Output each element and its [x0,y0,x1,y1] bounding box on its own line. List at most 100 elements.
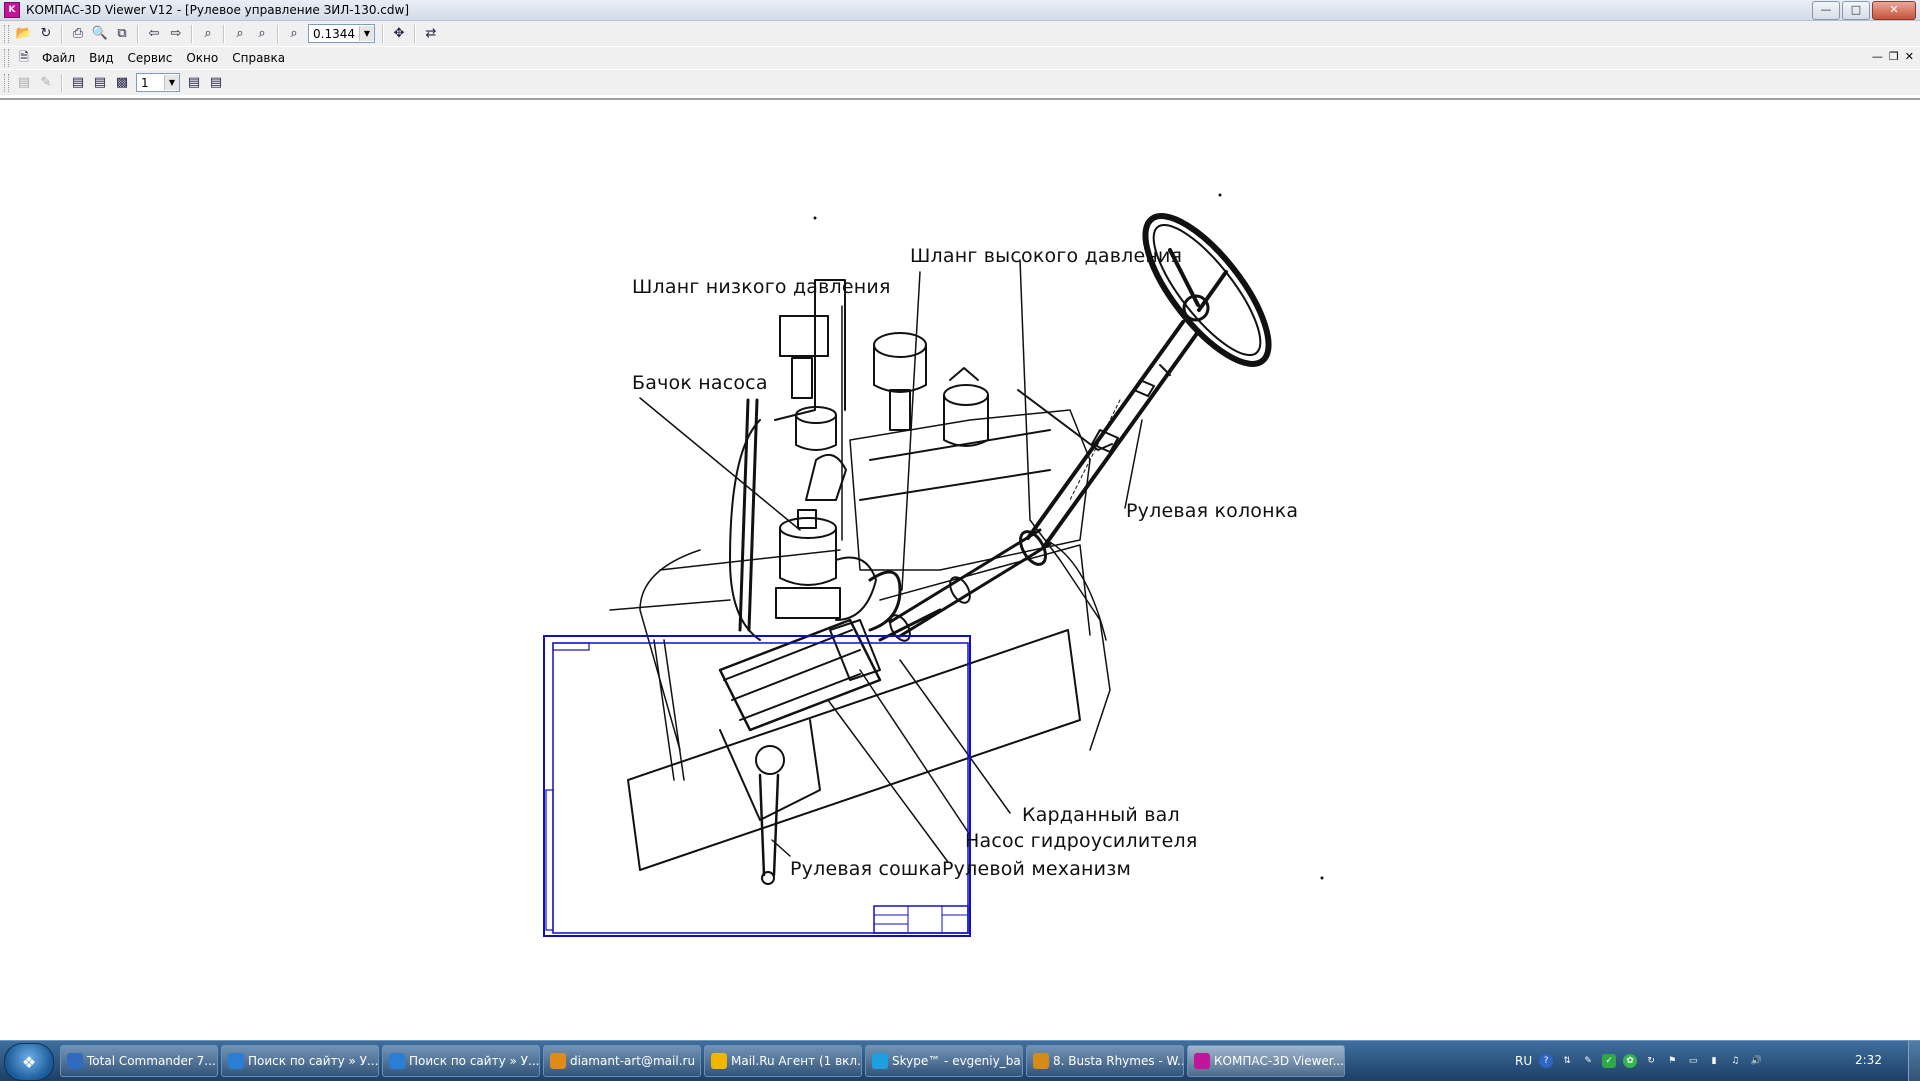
page-combo[interactable]: 1 ▼ [136,73,180,92]
start-button[interactable]: ❖ [4,1043,54,1081]
taskbar-button-label: Поиск по сайту » У... [409,1054,540,1068]
kompas-icon: K [4,2,20,18]
label-steering-gear: Рулевой механизм [942,858,1132,880]
taskbar-button[interactable]: Поиск по сайту » У... [221,1045,379,1077]
volume-icon[interactable]: 🔊 [1750,1056,1762,1066]
zoom-icon[interactable]: ⌕ [204,26,212,41]
noise-dots [813,193,1324,880]
taskbar-button[interactable]: diamant-art@mail.ru [543,1045,701,1077]
steering-column-shape [1026,320,1200,550]
menu-window[interactable]: Окно [186,51,219,65]
label-low-pressure-hose: Шланг низкого давления [632,276,891,298]
separator [223,24,225,43]
pages-icon[interactable]: ▩ [115,75,129,90]
separator [277,24,279,43]
speaker-icon[interactable]: ♫ [1731,1056,1740,1066]
print-icon[interactable]: ⎙ [72,26,84,41]
standard-toolbar: 📂 ↻ ⎙ 🔍 ⧉ ⇦ ⇨ ⌕ ⌕ ⌕ ⌕ 0.1344 ▼ ✥ ⇄ [0,21,1920,46]
last-page-icon[interactable]: ▤ [209,75,223,90]
toolbar-grip[interactable] [4,73,9,92]
zoom-in-icon[interactable]: ⌕ [258,26,266,41]
battery-icon[interactable]: ▮ [1711,1056,1717,1066]
display-icon[interactable]: ▭ [1688,1056,1698,1066]
chevron-down-icon[interactable]: ▼ [359,26,374,41]
label-power-steering-pump: Насос гидроусилителя [965,830,1198,852]
language-indicator[interactable]: RU [1515,1054,1533,1068]
taskbar-button[interactable]: Поиск по сайту » У... [382,1045,540,1077]
label-pitman-arm: Рулевая сошка [790,858,943,880]
doc-close-button[interactable]: ✕ [1904,50,1914,63]
taskbar-button[interactable]: Skype™ - evgeniy_ba... [865,1045,1023,1077]
pen-icon[interactable]: ✎ [1584,1056,1592,1066]
separator [191,24,193,43]
menu-file[interactable]: Файл [42,51,76,65]
winamp-icon [1033,1053,1049,1069]
label-cardan-shaft: Карданный вал [1022,804,1180,826]
window-title: КОМПАС-3D Viewer V12 - [Рулевое управлен… [26,3,410,17]
separator [414,24,416,43]
toolbar-grip[interactable] [4,24,9,43]
taskbar-button-label: 8. Busta Rhymes - W... [1053,1054,1184,1068]
menu-service[interactable]: Сервис [127,51,173,65]
action-center-icon[interactable]: ⚑ [1668,1056,1677,1066]
doc-minimize-button[interactable]: — [1871,50,1883,63]
close-button[interactable]: ✕ [1872,1,1916,20]
document-controls: — ❐ ✕ [1872,50,1914,63]
back-icon[interactable]: ⇦ [148,26,160,41]
workspace-border [0,98,1920,100]
zoom-combo[interactable]: 0.1344 ▼ [308,24,375,43]
separator [61,73,63,92]
menu-help[interactable]: Справка [232,51,286,65]
steering-gear-shape [718,608,942,885]
zoom-window-icon[interactable]: ⌕ [236,26,244,41]
frame-rail-shape [609,549,1081,871]
pan-icon[interactable]: ✥ [393,26,405,41]
green-shield-icon[interactable]: ✓ [1602,1054,1617,1068]
forward-icon[interactable]: ⇨ [170,26,182,41]
ie-icon [389,1053,405,1069]
network-tray-icon[interactable]: ⇅ [1563,1056,1571,1066]
redraw-icon[interactable]: ⇄ [425,26,437,41]
taskbar-button[interactable]: Total Commander 7.... [60,1045,218,1077]
document-icon[interactable]: 🗎 [19,49,29,64]
taskbar-button[interactable]: 8. Busta Rhymes - W... [1026,1045,1184,1077]
drawing-canvas[interactable]: Шланг высокого давления Шланг низкого да… [0,100,1920,1028]
taskbar-button[interactable]: Mail.Ru Агент (1 вкл... [704,1045,862,1077]
page-toolbar: ▤ ✎ ▤ ▤ ▩ 1 ▼ ▤ ▤ [0,70,1920,95]
doc-restore-button[interactable]: ❐ [1888,50,1899,63]
windows-logo-icon: ❖ [21,1052,37,1072]
show-desktop-button[interactable] [1908,1041,1920,1081]
help-icon[interactable]: ? [1539,1054,1554,1068]
mail-icon [550,1053,566,1069]
clock[interactable]: 2:32 [1855,1053,1882,1067]
copy-icon[interactable]: ⧉ [117,26,127,41]
properties-icon[interactable]: ✎ [40,75,52,90]
label-high-pressure-hose: Шланг высокого давления [910,245,1183,267]
icq-icon[interactable]: ✿ [1623,1054,1638,1068]
chevron-down-icon[interactable]: ▼ [164,75,179,90]
minimize-button[interactable]: — [1812,1,1840,20]
taskbar-button[interactable]: КОМПАС-3D Viewer... [1187,1045,1345,1077]
update-icon[interactable]: ↻ [1647,1056,1655,1066]
first-page-icon[interactable]: ▤ [71,75,85,90]
system-tray: RU ? ⇅ ✎ ✓ ✿ ↻ ⚑ ▭ ▮ ♫ 🔊 [1515,1041,1763,1081]
next-page-icon[interactable]: ▤ [187,75,201,90]
prev-page-icon[interactable]: ▤ [93,75,107,90]
layers-icon[interactable]: ▤ [17,75,31,90]
maximize-button[interactable]: □ [1842,1,1870,20]
sheet-frame [543,635,971,937]
page-value: 1 [141,75,149,90]
pump-tank-shape [775,509,902,632]
menu-bar: 🗎 Файл Вид Сервис Окно Справка — ❐ ✕ [0,47,1920,69]
leader-lines [639,271,1143,863]
menu-grip[interactable] [4,49,9,67]
cardan-shaft-shape [888,528,1052,642]
menu-view[interactable]: Вид [89,51,114,65]
label-pump-tank: Бачок насоса [632,372,768,394]
ie-icon [228,1053,244,1069]
zoom-scale-icon[interactable]: ⌕ [290,26,298,41]
print-preview-icon[interactable]: 🔍 [91,26,109,41]
open-icon[interactable]: 📂 [15,26,33,41]
skype-icon [872,1053,888,1069]
save-icon[interactable]: ↻ [40,26,52,41]
